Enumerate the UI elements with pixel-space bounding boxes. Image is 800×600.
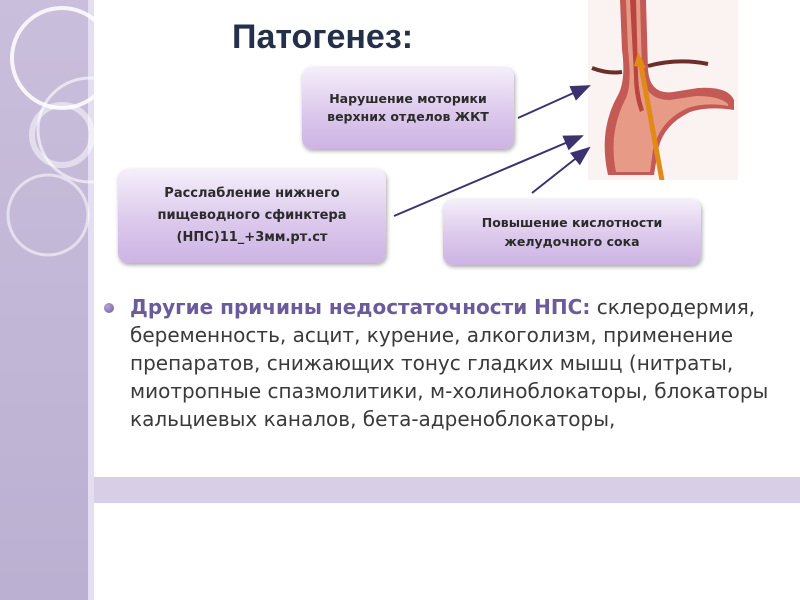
bullet-paragraph: Другие причины недостаточности НПС: скле… (130, 293, 770, 433)
bullet-icon (104, 303, 114, 313)
bullet-body: склеродермия, беременность, асцит, курен… (130, 295, 769, 431)
sidebar-band (0, 0, 88, 600)
decorative-circles (6, 6, 144, 257)
box-acidity-label: Повышение кислотности желудочного сока (481, 215, 663, 249)
esophagus-illustration (588, 0, 738, 180)
page-title: Патогенез: (232, 18, 414, 56)
bullet-heading: Другие причины недостаточности НПС: (130, 295, 591, 319)
sidebar-edge (88, 0, 94, 600)
box-sphincter: Расслабление нижнего пищеводного сфинкте… (118, 169, 386, 263)
bottom-band (94, 477, 800, 503)
arrow-motility (517, 85, 591, 119)
box-sphincter-label: Расслабление нижнего пищеводного сфинкте… (157, 186, 347, 245)
box-acidity: Повышение кислотности желудочного сока (443, 199, 701, 265)
box-motility-label: Нарушение моторики верхних отделов ЖКТ (327, 91, 489, 124)
arrow-acidity (531, 146, 591, 194)
box-motility: Нарушение моторики верхних отделов ЖКТ (302, 67, 514, 149)
